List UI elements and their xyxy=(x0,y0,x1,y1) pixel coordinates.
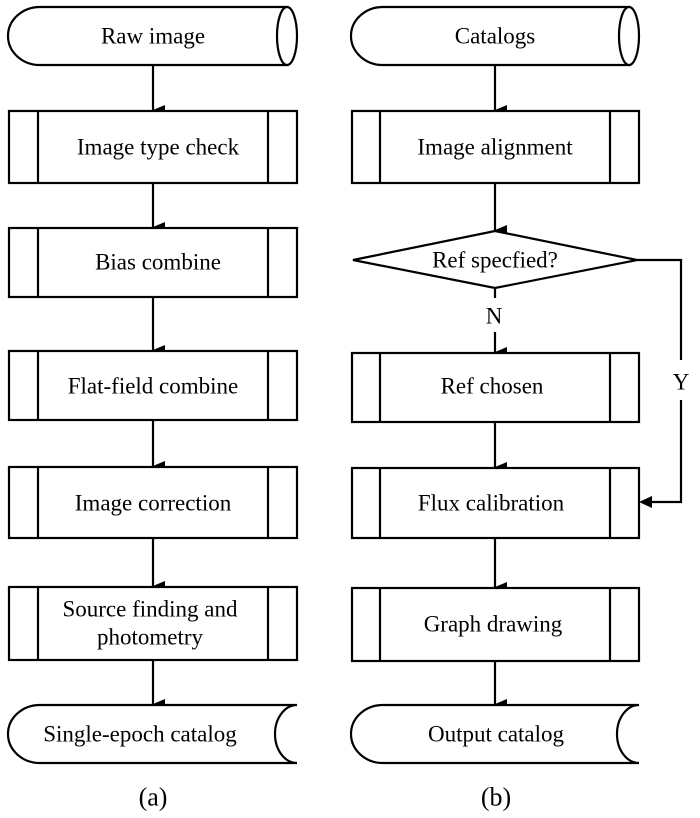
graph-drawing-label: Graph drawing xyxy=(424,612,563,637)
panel-b: Catalogs Image alignment Ref specfied? N… xyxy=(349,5,690,812)
single-epoch-catalog-label: Single-epoch catalog xyxy=(43,722,237,747)
source-finding-label-line2: photometry xyxy=(97,625,204,650)
output-catalog-label: Output catalog xyxy=(428,722,565,747)
branch-no-label: N xyxy=(486,304,503,329)
flux-calibration-process: Flux calibration xyxy=(350,466,641,540)
ref-specified-label: Ref specfied? xyxy=(432,248,558,273)
image-type-check-label: Image type check xyxy=(77,135,240,160)
branch-yes-line-top xyxy=(637,258,683,360)
catalogs-terminator: Catalogs xyxy=(349,5,641,67)
image-correction-process: Image correction xyxy=(7,465,299,540)
ref-chosen-process: Ref chosen xyxy=(350,351,641,424)
image-type-check-process: Image type check xyxy=(7,109,299,185)
bias-combine-process: Bias combine xyxy=(7,226,299,299)
graph-drawing-process: Graph drawing xyxy=(350,586,641,663)
single-epoch-catalog-output: Single-epoch catalog xyxy=(6,703,298,765)
source-finding-label-line1: Source finding and xyxy=(62,597,238,622)
ref-specified-decision: Ref specfied? xyxy=(352,229,638,290)
panel-a: Raw image Image type check Bias combine … xyxy=(6,5,299,812)
output-catalog-output: Output catalog xyxy=(349,703,640,765)
flat-field-combine-label: Flat-field combine xyxy=(68,374,239,399)
image-correction-label: Image correction xyxy=(75,491,232,516)
raw-image-terminator: Raw image xyxy=(6,5,299,67)
branch-yes-arrowhead xyxy=(639,496,652,508)
ref-chosen-label: Ref chosen xyxy=(441,374,544,399)
raw-image-label: Raw image xyxy=(101,24,205,49)
branch-yes-line-bottom xyxy=(652,400,683,504)
image-alignment-label: Image alignment xyxy=(417,135,573,160)
panel-b-caption: (b) xyxy=(481,783,511,812)
image-alignment-process: Image alignment xyxy=(350,109,641,185)
catalogs-label: Catalogs xyxy=(455,24,536,49)
panel-a-caption: (a) xyxy=(139,783,168,812)
flat-field-combine-process: Flat-field combine xyxy=(7,349,299,422)
branch-yes-label: Y xyxy=(673,370,690,395)
bias-combine-label: Bias combine xyxy=(95,250,221,275)
flux-calibration-label: Flux calibration xyxy=(418,491,565,516)
source-finding-process: Source finding and photometry xyxy=(7,585,299,662)
